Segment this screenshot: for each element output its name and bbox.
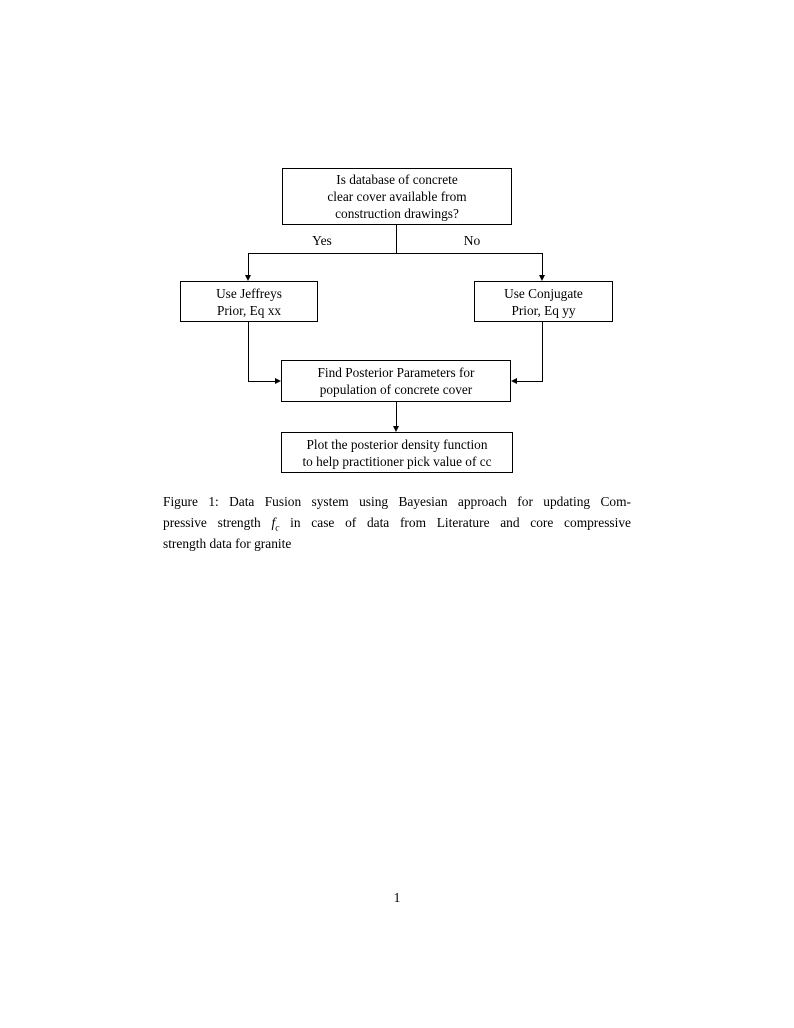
box-line: construction drawings? <box>335 206 459 221</box>
branch-label-yes: Yes <box>312 233 332 248</box>
connector-line <box>248 253 249 277</box>
box-line: population of concrete cover <box>319 382 473 397</box>
caption-text: Figure 1: Data Fusion system using Bayes… <box>163 494 631 509</box>
page-number: 1 <box>393 890 401 905</box>
flowchart-box-decision: Is database of concrete clear cover avai… <box>282 168 512 225</box>
connector-line <box>248 322 249 382</box>
caption-line: pressive strength fc in case of data fro… <box>163 512 631 533</box>
caption-line: strength data for granite <box>163 533 631 554</box>
connector-line <box>396 225 397 254</box>
connector-line <box>542 322 543 382</box>
branch-label-no: No <box>463 233 481 248</box>
arrowhead-icon <box>393 426 399 432</box>
box-line: clear cover available from <box>327 189 467 204</box>
arrowhead-icon <box>245 275 251 281</box>
box-line: Prior, Eq xx <box>216 302 282 318</box>
box-line: Prior, Eq yy <box>511 302 576 318</box>
box-line: Find Posterior Parameters for <box>317 365 475 380</box>
caption-text: pressive strength <box>163 515 261 530</box>
box-line: Plot the posterior density function <box>306 436 488 452</box>
box-line: Use Jeffreys <box>216 285 282 301</box>
math-symbol-fc: f <box>271 515 276 530</box>
arrowhead-icon <box>275 378 281 384</box>
connector-line <box>396 402 397 428</box>
flowchart-box-posterior-parameters: Find Posterior Parameters for population… <box>281 360 511 402</box>
connector-line <box>248 381 277 382</box>
connector-line <box>542 253 543 277</box>
arrowhead-icon <box>511 378 517 384</box>
caption-text: in case of data from Literature and core… <box>290 515 631 530</box>
connector-line <box>514 381 543 382</box>
flowchart-box-plot-density: Plot the posterior density function to h… <box>281 432 513 473</box>
math-subscript: c <box>275 523 280 534</box>
caption-text: strength data for granite <box>163 536 292 551</box>
figure-caption: Figure 1: Data Fusion system using Bayes… <box>163 491 631 554</box>
flowchart-box-conjugate-prior: Use Conjugate Prior, Eq yy <box>474 281 613 322</box>
arrowhead-icon <box>539 275 545 281</box>
connector-line <box>248 253 543 254</box>
box-line: Use Conjugate <box>504 285 583 301</box>
box-line: Is database of concrete <box>336 172 458 187</box>
caption-line: Figure 1: Data Fusion system using Bayes… <box>163 491 631 512</box>
box-line: to help practitioner pick value of cc <box>302 453 492 469</box>
flowchart-box-jeffreys-prior: Use Jeffreys Prior, Eq xx <box>180 281 318 322</box>
